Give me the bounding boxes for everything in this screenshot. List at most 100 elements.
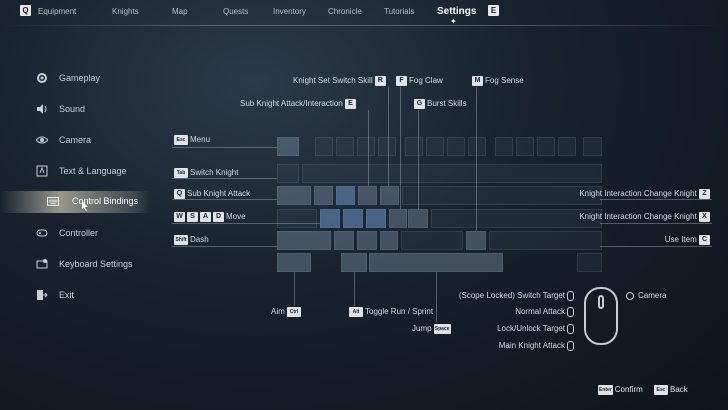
connector-line: [172, 246, 277, 247]
key: [558, 137, 576, 156]
key-s: [343, 209, 363, 228]
keyboard-icon: [47, 197, 59, 206]
key-r: [380, 186, 399, 205]
key-badge: Z: [699, 189, 710, 199]
key: [378, 137, 396, 156]
binding-label: Menu: [190, 135, 211, 145]
tab-quests[interactable]: Quests: [223, 7, 249, 16]
key: [583, 137, 602, 156]
key-badge: Esc: [654, 385, 668, 395]
binding-aim[interactable]: Aim Ctrl: [271, 307, 303, 317]
binding-label: Jump: [412, 324, 432, 334]
sidebar-item-camera[interactable]: Camera: [36, 130, 146, 150]
binding-switch-target[interactable]: (Scope Locked) Switch Target: [459, 291, 574, 301]
binding-sub-knight-attack-interaction[interactable]: Sub Knight Attack/Interaction E: [240, 99, 358, 109]
key-badge: E: [344, 99, 356, 109]
key: [516, 137, 534, 156]
tab-inventory[interactable]: Inventory: [273, 7, 306, 16]
key-c: [380, 231, 398, 250]
binding-jump[interactable]: Jump Space: [412, 324, 453, 334]
key-shift: [277, 231, 331, 250]
key: [447, 137, 465, 156]
connector-line: [354, 272, 355, 306]
binding-normal-attack[interactable]: Normal Attack: [515, 307, 574, 317]
binding-label: Sub Knight Attack: [187, 189, 251, 199]
connector-line: [172, 178, 277, 179]
binding-label: Knight Set Switch Skill: [293, 76, 373, 86]
connector-line: [418, 110, 419, 209]
top-navigation: Q Equipment Knights Map Quests Inventory…: [0, 0, 728, 26]
key-badge: Shift: [174, 235, 188, 245]
binding-label: Lock/Unlock Target: [497, 324, 565, 334]
sidebar-item-control-bindings[interactable]: Control Bindings: [0, 191, 150, 213]
binding-label: Fog Claw: [409, 76, 443, 86]
tab-equipment[interactable]: Equipment: [38, 7, 77, 16]
key-tab: [277, 164, 299, 183]
binding-use-item[interactable]: Use Item C: [665, 235, 712, 245]
key: [468, 137, 486, 156]
sidebar-item-label: Sound: [59, 104, 86, 114]
keyboard-settings-icon: [36, 259, 48, 269]
sidebar-item-keyboard-settings[interactable]: Keyboard Settings: [36, 254, 146, 274]
key-badge: A: [200, 212, 211, 222]
tab-chronicle[interactable]: Chronicle: [328, 7, 362, 16]
connector-line: [400, 87, 401, 209]
key-space: [369, 253, 503, 272]
speaker-icon: [37, 104, 47, 114]
binding-lock-unlock-target[interactable]: Lock/Unlock Target: [497, 324, 574, 334]
sidebar-item-exit[interactable]: Exit: [36, 285, 146, 305]
connector-line: [294, 272, 295, 306]
key-w: [336, 186, 355, 205]
key: [336, 137, 354, 156]
binding-camera[interactable]: Camera: [626, 291, 666, 300]
binding-label: Fog Sense: [485, 76, 524, 86]
sidebar-item-label: Exit: [59, 290, 75, 300]
key-badge: Ctrl: [287, 307, 302, 317]
sidebar-item-sound[interactable]: Sound: [36, 99, 146, 119]
sidebar-item-controller[interactable]: Controller: [36, 223, 146, 243]
binding-label: Use Item: [664, 235, 697, 245]
mouse-right-icon: [567, 341, 574, 351]
sidebar-item-text-language[interactable]: Text & Language: [36, 161, 146, 181]
binding-label: (Scope Locked) Switch Target: [458, 291, 565, 301]
tab-knights[interactable]: Knights: [112, 7, 139, 16]
key-alt: [341, 253, 367, 272]
tab-tutorials[interactable]: Tutorials: [384, 7, 415, 16]
binding-knight-interaction-change-z[interactable]: Knight Interaction Change Knight Z: [579, 189, 712, 199]
key-badge: Alt: [349, 307, 363, 317]
nav-next-key[interactable]: E: [488, 5, 499, 16]
key-f: [389, 209, 407, 228]
binding-knight-set-switch-skill[interactable]: Knight Set Switch Skill R: [293, 76, 388, 86]
key-x: [357, 231, 377, 250]
mouse-middle-icon: [567, 324, 574, 334]
sidebar-item-gameplay[interactable]: Gameplay: [36, 68, 146, 88]
key-a: [320, 209, 340, 228]
connector-line: [388, 87, 389, 186]
key-badge: Enter: [598, 385, 613, 395]
key-badge: M: [472, 76, 483, 86]
key-row: [431, 209, 602, 228]
key-caps: [277, 209, 317, 228]
tab-map[interactable]: Map: [172, 7, 188, 16]
binding-knight-interaction-change-x[interactable]: Knight Interaction Change Knight X: [579, 212, 712, 222]
nav-prev-key[interactable]: Q: [20, 5, 31, 16]
key-row: [302, 164, 602, 183]
sidebar-item-label: Controller: [59, 228, 99, 238]
key-row: [489, 231, 602, 250]
tab-settings[interactable]: Settings: [437, 6, 477, 17]
key-row: [402, 186, 602, 205]
binding-main-knight-attack[interactable]: Main Knight Attack: [499, 341, 574, 351]
key-g: [408, 209, 428, 228]
text-icon: [36, 165, 48, 177]
